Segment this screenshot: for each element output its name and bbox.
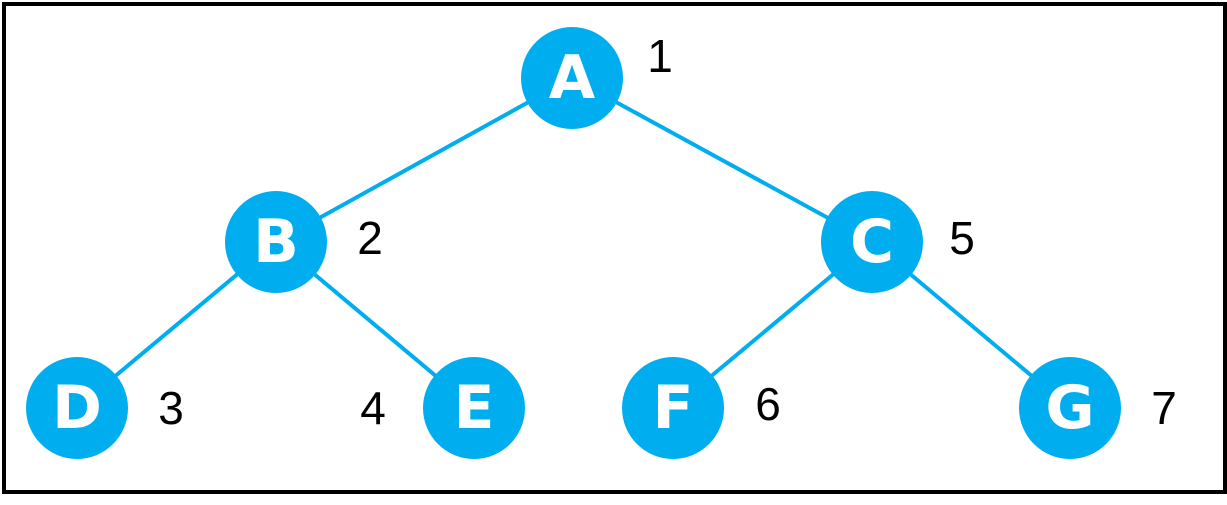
order-label-d: 3: [158, 382, 184, 434]
tree-node-b: B: [225, 191, 327, 293]
node-label-f: F: [653, 373, 694, 443]
order-numbers: 1 2 5 3 4 6 7: [158, 30, 1177, 434]
node-label-a: A: [549, 43, 596, 113]
edge-a-b: [275, 76, 573, 244]
node-circle-a: [521, 27, 623, 129]
order-label-a: 1: [647, 30, 673, 82]
node-circle-b: [225, 191, 327, 293]
node-circle-f: [622, 357, 724, 459]
tree-node-f: F: [622, 357, 724, 459]
node-circle-e: [423, 357, 525, 459]
node-label-c: C: [850, 207, 894, 277]
node-circle-d: [26, 357, 128, 459]
tree-node-g: G: [1019, 357, 1121, 459]
order-label-g: 7: [1151, 382, 1177, 434]
tree-node-e: E: [423, 357, 525, 459]
edge-a-c: [571, 76, 873, 244]
order-label-c: 5: [949, 212, 975, 264]
node-circle-g: [1019, 357, 1121, 459]
tree-node-c: C: [821, 191, 923, 293]
node-label-d: D: [52, 373, 102, 443]
tree-node-a: A: [521, 27, 623, 129]
order-label-f: 6: [755, 378, 781, 430]
node-label-g: G: [1045, 373, 1094, 443]
order-label-e: 4: [360, 382, 386, 434]
tree-node-d: D: [26, 357, 128, 459]
node-label-e: E: [454, 373, 495, 443]
node-label-b: B: [253, 207, 299, 277]
order-label-b: 2: [357, 212, 383, 264]
node-circle-c: [821, 191, 923, 293]
